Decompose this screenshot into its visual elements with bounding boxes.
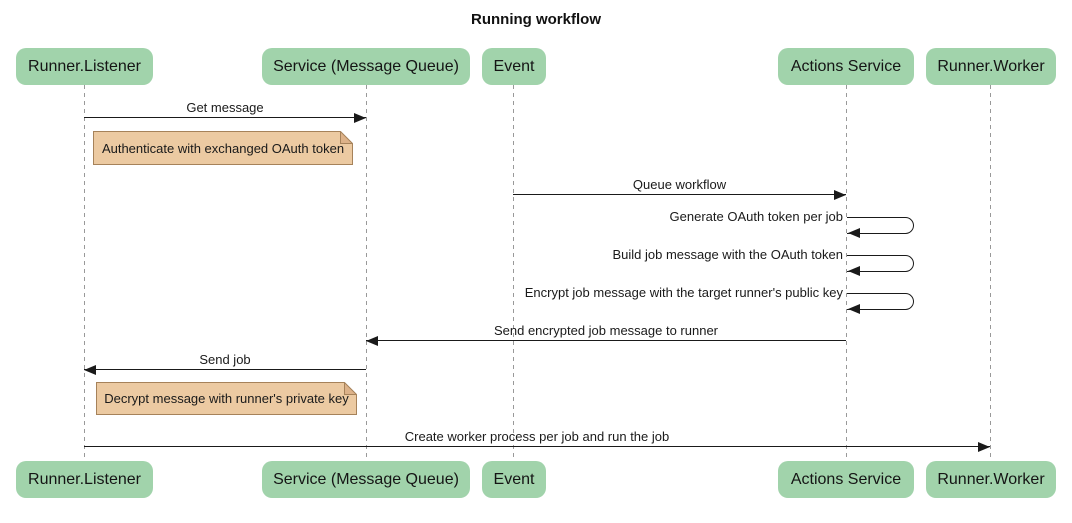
lifeline-event — [513, 85, 514, 461]
note-authenticate: Authenticate with exchanged OAuth token — [93, 131, 353, 165]
diagram-title: Running workflow — [471, 11, 601, 28]
lifeline-runner-listener — [84, 85, 85, 461]
actor-bottom-event: Event — [482, 461, 546, 498]
lifeline-runner-worker — [990, 85, 991, 461]
arrowhead-right-icon — [978, 442, 990, 452]
lifeline-service-message-queue — [366, 85, 367, 461]
actor-top-actions-service: Actions Service — [778, 48, 914, 85]
message-label-get-message: Get message — [186, 100, 264, 115]
arrowhead-left-icon — [84, 365, 96, 375]
message-label-encrypt-job-message: Encrypt job message with the target runn… — [524, 285, 843, 300]
actor-bottom-service-message-queue: Service (Message Queue) — [262, 461, 470, 498]
actor-bottom-runner-listener: Runner.Listener — [16, 461, 153, 498]
message-label-queue-workflow: Queue workflow — [632, 177, 727, 192]
message-label-build-job-message: Build job message with the OAuth token — [612, 247, 843, 262]
arrowhead-left-icon — [366, 336, 378, 346]
arrowhead-right-icon — [834, 190, 846, 200]
message-line-send-encrypted — [366, 340, 846, 342]
message-line-create-worker — [84, 446, 990, 448]
message-line-send-job — [84, 369, 366, 371]
actor-top-event: Event — [482, 48, 546, 85]
message-label-create-worker: Create worker process per job and run th… — [404, 429, 670, 444]
actor-top-service-message-queue: Service (Message Queue) — [262, 48, 470, 85]
message-label-send-encrypted: Send encrypted job message to runner — [493, 323, 719, 338]
self-loop-generate-oauth-token — [847, 217, 914, 234]
actor-top-runner-worker: Runner.Worker — [926, 48, 1056, 85]
note-decrypt-text: Decrypt message with runner's private ke… — [104, 391, 349, 406]
actor-bottom-actions-service: Actions Service — [778, 461, 914, 498]
actor-top-runner-listener: Runner.Listener — [16, 48, 153, 85]
self-loop-build-job-message — [847, 255, 914, 272]
arrowhead-left-icon — [848, 228, 860, 238]
lifeline-actions-service — [846, 85, 847, 461]
arrowhead-right-icon — [354, 113, 366, 123]
note-decrypt: Decrypt message with runner's private ke… — [96, 382, 357, 415]
actor-bottom-runner-worker: Runner.Worker — [926, 461, 1056, 498]
message-label-send-job: Send job — [199, 352, 251, 367]
note-authenticate-text: Authenticate with exchanged OAuth token — [101, 140, 345, 156]
arrowhead-left-icon — [848, 266, 860, 276]
message-line-queue-workflow — [513, 194, 846, 196]
note-fold-icon — [344, 382, 357, 395]
note-fold-icon — [340, 131, 353, 144]
self-loop-encrypt-job-message — [847, 293, 914, 310]
message-line-get-message — [84, 117, 366, 119]
message-label-generate-oauth-token: Generate OAuth token per job — [669, 209, 843, 224]
arrowhead-left-icon — [848, 304, 860, 314]
